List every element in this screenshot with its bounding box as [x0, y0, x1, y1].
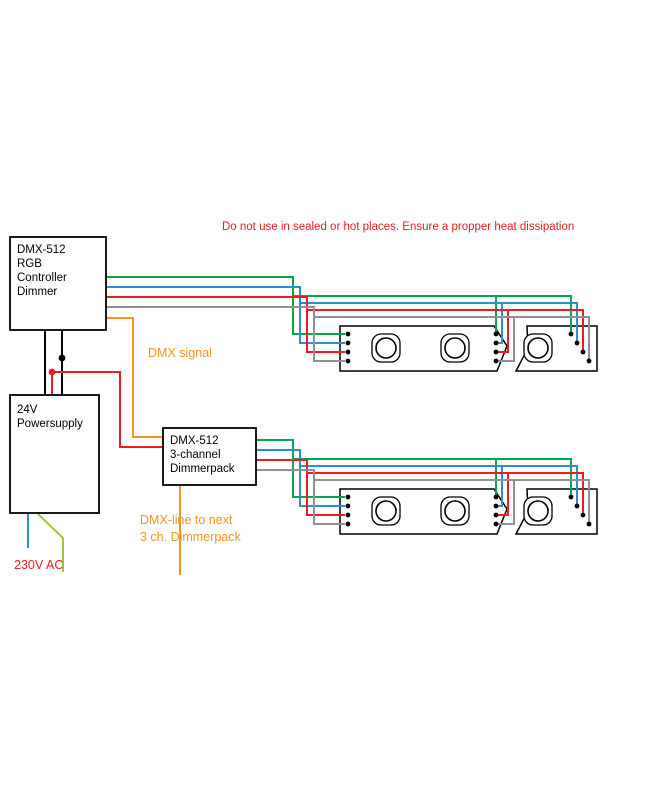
- wire-gray-bus-top: [314, 316, 590, 361]
- led-module: [371, 333, 401, 363]
- powersupply-box-label: Powersupply: [17, 418, 83, 430]
- wire-blue-bus-top: [300, 302, 578, 343]
- solder-pad: [345, 358, 351, 364]
- controller-box-label: DMX-512: [17, 244, 66, 256]
- junction-dot-red: [48, 368, 56, 376]
- solder-pad: [345, 349, 351, 355]
- solder-pad: [574, 340, 580, 346]
- wire-gray-jumper-lower: [496, 480, 515, 525]
- wire-red-jumper-lower: [496, 473, 509, 516]
- solder-pad: [493, 521, 499, 527]
- solder-pad: [574, 503, 580, 509]
- controller-box-outline: [9, 236, 107, 331]
- strip-solder-pads: [345, 331, 592, 527]
- mains-voltage-label: 230V AC: [14, 558, 63, 572]
- led-module: [371, 496, 401, 526]
- solder-pad: [345, 503, 351, 509]
- solder-pad: [568, 331, 574, 337]
- solder-pad: [345, 340, 351, 346]
- dimmerpack-box-outline: [162, 427, 257, 486]
- wire-red-bus-lower: [307, 472, 584, 515]
- solder-pad: [493, 358, 499, 364]
- solder-pad: [580, 349, 586, 355]
- wire-mains-earth: [37, 513, 64, 572]
- led-module: [523, 333, 553, 363]
- dmx-next-label-line2: 3 ch. Dimmerpack: [140, 530, 241, 544]
- dimmerpack-box-label: Dimmerpack: [170, 463, 235, 475]
- solder-pad: [586, 358, 592, 364]
- wire-gray-jumper-top: [496, 317, 515, 362]
- wire-orange-dmx-signal: [106, 317, 163, 438]
- solder-pad: [493, 512, 499, 518]
- solder-pad: [568, 494, 574, 500]
- controller-box-label: Dimmer: [17, 286, 57, 298]
- solder-pad: [493, 494, 499, 500]
- led-module: [440, 496, 470, 526]
- wire-blue-bus-lower: [300, 465, 578, 506]
- powersupply-box-outline: [9, 394, 100, 514]
- dmx-signal-label: DMX signal: [148, 346, 212, 360]
- solder-pad: [345, 331, 351, 337]
- wire-gray-bus-lower: [314, 479, 590, 524]
- wire-gray-feed-lower: [256, 469, 345, 525]
- wire-red-feed-lower: [256, 459, 345, 516]
- wire-red-jumper-top: [496, 310, 509, 353]
- wire-green-feed-lower: [256, 439, 345, 498]
- wire-bundle-top: [106, 276, 590, 362]
- dimmerpack-box-label: DMX-512: [170, 435, 219, 447]
- solder-pad: [580, 512, 586, 518]
- wire-blue-feed-top: [106, 286, 345, 344]
- solder-pad: [493, 340, 499, 346]
- controller-box-label: RGB: [17, 258, 42, 270]
- led-module: [523, 496, 553, 526]
- powersupply-box-label: 24V: [17, 404, 38, 416]
- wire-gray-feed-top: [106, 306, 345, 362]
- solder-pad: [345, 512, 351, 518]
- wire-bundle-lower: [256, 439, 590, 525]
- controller-box-label: Controller: [17, 272, 67, 284]
- power-wiring: [27, 317, 181, 575]
- solder-pad: [345, 494, 351, 500]
- dimmerpack-box: DMX-512 3-channel Dimmerpack: [162, 427, 257, 486]
- wire-green-bus-lower: [293, 458, 572, 497]
- wire-red-feed-top: [106, 296, 345, 353]
- powersupply-box: 24V Powersupply: [9, 394, 100, 514]
- solder-pad: [493, 503, 499, 509]
- wire-green-bus-top: [293, 295, 572, 334]
- led-modules: [371, 333, 553, 526]
- solder-pad: [493, 331, 499, 337]
- dmx-next-label-line1: DMX-line to next: [140, 513, 233, 527]
- led-strip-segment: [339, 325, 508, 372]
- led-strip-segment: [339, 488, 508, 535]
- dimmerpack-box-label: 3-channel: [170, 449, 221, 461]
- wire-blue-feed-lower: [256, 449, 345, 507]
- heat-warning-text: Do not use in sealed or hot places. Ensu…: [222, 221, 574, 233]
- solder-pad: [345, 521, 351, 527]
- solder-pad: [586, 521, 592, 527]
- wire-green-feed-top: [106, 276, 345, 335]
- solder-pad: [493, 349, 499, 355]
- led-module: [440, 333, 470, 363]
- wire-red-psu-to-dimmerpack: [51, 371, 163, 448]
- controller-box: DMX-512 RGB Controller Dimmer: [9, 236, 107, 331]
- wire-red-bus-top: [307, 309, 584, 352]
- junction-dot-black: [58, 354, 66, 362]
